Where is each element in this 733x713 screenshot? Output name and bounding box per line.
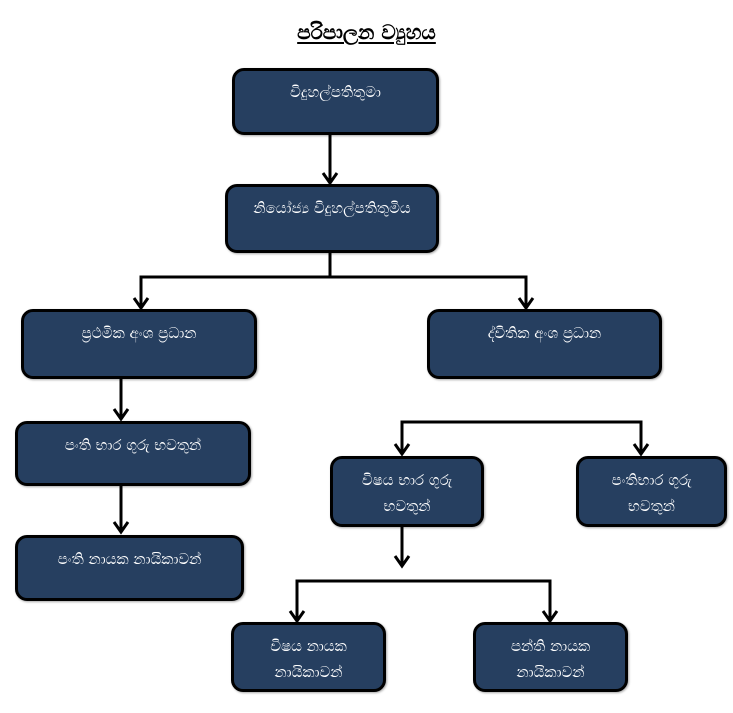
arrowhead-classteachers-secondary <box>632 443 650 457</box>
connector-section-bar <box>139 275 528 307</box>
node-class-teachers-secondary-label: පංතිභාර ගුරු භවතුන් <box>611 471 692 515</box>
node-subject-leaders-label: විෂය නායක නායිකාවන් <box>270 637 347 681</box>
diagram-title-text: පරිපාලන ව්‍යුහය <box>297 20 436 44</box>
node-subject-leaders[interactable]: විෂය නායක නායිකාවන් <box>231 622 386 692</box>
arrowhead-secondary-section <box>517 297 535 311</box>
node-subject-teachers[interactable]: විෂය භාර ගුරු භවතුන් <box>330 456 484 527</box>
arrowhead-subjectteachers-down <box>393 555 411 569</box>
arrowhead-classleaders-primary <box>112 521 130 535</box>
connector-leaders-bar <box>295 579 552 620</box>
node-principal-label: විදුහල්පතිතුමා <box>290 83 381 101</box>
node-class-teachers-primary-label: පංති භාර ගුරු භවතුන් <box>64 436 202 454</box>
arrowhead-subject-leaders <box>288 610 306 624</box>
node-secondary-section-head-label: ද්විතික අංශ ප්‍රධාන <box>487 324 602 342</box>
connector-secondary-bar <box>400 420 643 453</box>
node-deputy-principal-label: නියෝජ්‍ය විදුහල්පතිතුමිය <box>253 199 411 217</box>
node-class-leaders-primary-label: පංති නායක නායිකාවන් <box>57 550 202 568</box>
arrowhead-classteachers-primary <box>112 408 130 422</box>
node-deputy-principal[interactable]: නියෝජ්‍ය විදුහල්පතිතුමිය <box>225 184 439 253</box>
arrowhead-deputy <box>321 172 339 186</box>
node-secondary-section-head[interactable]: ද්විතික අංශ ප්‍රධාන <box>427 309 662 379</box>
arrowhead-primary-section <box>132 297 150 311</box>
node-class-leaders-secondary-label: පන්ති නායක නායිකාවන් <box>510 637 591 681</box>
node-class-leaders-primary[interactable]: පංති නායක නායිකාවන් <box>15 535 244 601</box>
diagram-title: පරිපාලන ව්‍යුහය <box>0 20 733 44</box>
node-primary-section-head-label: ප්‍රථමික අංශ ප්‍රධාන <box>81 324 197 342</box>
arrowhead-subject-teachers <box>393 443 411 457</box>
node-subject-teachers-label: විෂය භාර ගුරු භවතුන් <box>361 471 453 515</box>
node-principal[interactable]: විදුහල්පතිතුමා <box>232 68 439 135</box>
arrowhead-class-leaders-secondary <box>541 610 559 624</box>
node-class-teachers-primary[interactable]: පංති භාර ගුරු භවතුන් <box>15 421 251 486</box>
node-class-leaders-secondary[interactable]: පන්ති නායක නායිකාවන් <box>473 622 628 692</box>
node-primary-section-head[interactable]: ප්‍රථමික අංශ ප්‍රධාන <box>21 309 257 379</box>
node-class-teachers-secondary[interactable]: පංතිභාර ගුරු භවතුන් <box>576 456 727 527</box>
